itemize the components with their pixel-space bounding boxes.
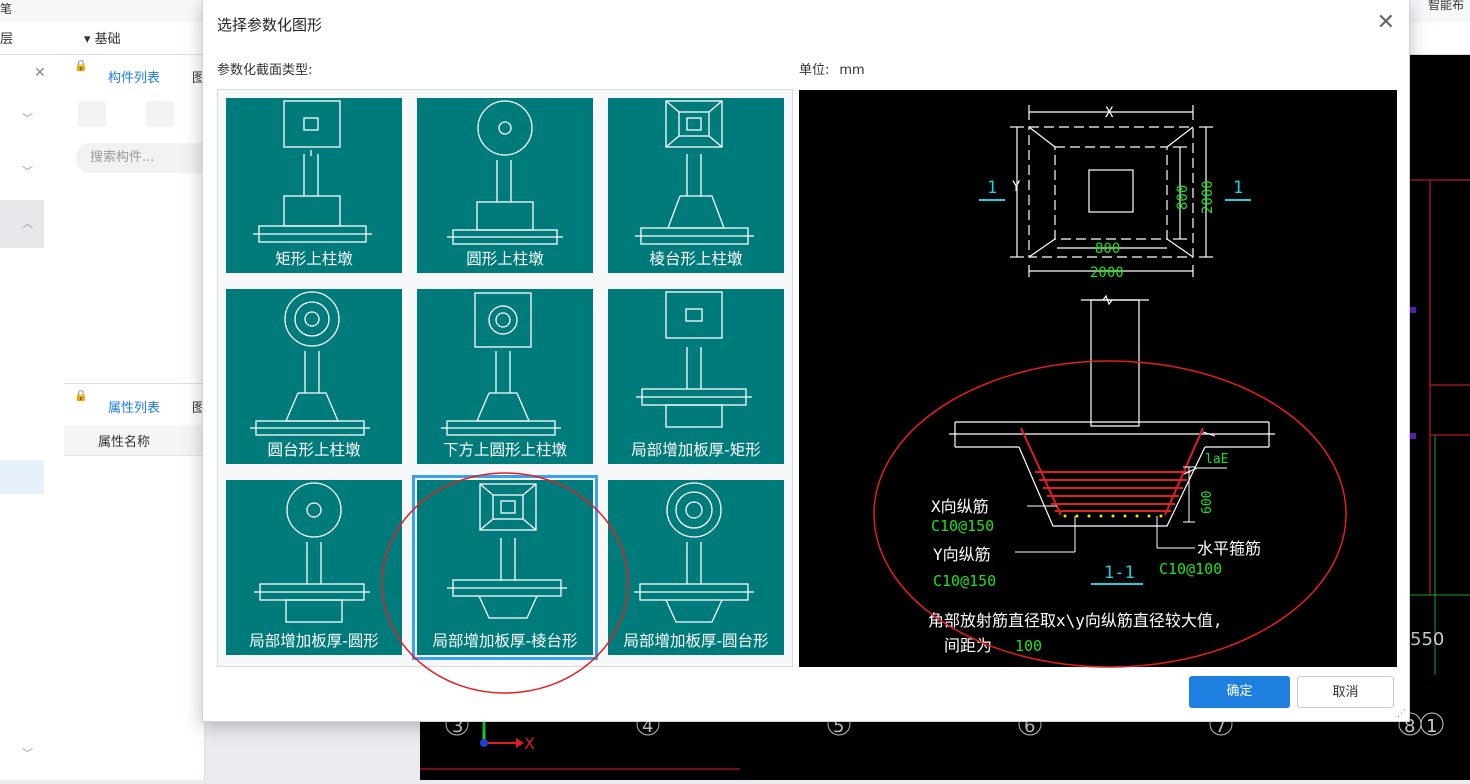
cancel-button[interactable]: 取消 [1297, 676, 1394, 708]
circle-pier-icon [447, 100, 563, 245]
preview-drawing: X Y 800 2000 800 2000 1 1 [928, 105, 1275, 655]
close-icon[interactable]: ✕ [34, 65, 46, 81]
section-mark-left: 1 [987, 178, 997, 198]
dimension-text: 550 [1410, 629, 1444, 650]
dim-800-v: 800 [1175, 185, 1191, 210]
layer-dropdown[interactable]: ▾ 基础 [84, 32, 121, 47]
tile-label: 下方上圆形上柱墩 [442, 441, 567, 459]
shape-tile-cone-column-pier[interactable]: 圆台形上柱墩 [226, 289, 402, 464]
unit-label: 单位: mm [799, 59, 865, 78]
tile-label: 局部增加板厚-圆台形 [623, 632, 769, 650]
axis-number: 8 [1404, 716, 1415, 737]
tile-label: 矩形上柱墩 [275, 250, 353, 268]
note-line-1: 角部放射筋直径取x\y向纵筋直径较大值, [928, 611, 1223, 630]
rect-pier-icon [253, 100, 372, 243]
top-bar-text-right: 智能布 [1427, 0, 1464, 12]
chevron-up-icon[interactable]: ︿ [22, 217, 33, 230]
dim-2000-v: 2000 [1200, 180, 1216, 214]
select-parametric-shape-dialog: 选择参数化图形 ✕ 参数化截面类型: 单位: mm 矩形上柱墩 圆形上柱墩 [202, 0, 1410, 722]
confirm-button[interactable]: 确定 [1189, 676, 1290, 708]
local-thicken-rect-icon [636, 291, 752, 428]
layer-label: 层 [0, 32, 14, 47]
tile-label: 局部增加板厚-矩形 [631, 441, 761, 459]
x-axis-label: X [524, 734, 535, 753]
section-label: 1-1 [1104, 563, 1135, 583]
h-stirrup-label: 水平箍筋 [1197, 539, 1261, 558]
copy-component-button[interactable] [146, 101, 174, 127]
unit-label-text: 单位: [799, 63, 830, 78]
axis-number: 1 [1426, 716, 1437, 737]
dim-2000-h: 2000 [1090, 265, 1124, 281]
note-line-2: 间距为 [944, 636, 992, 655]
tile-label: 局部增加板厚-棱台形 [432, 632, 578, 650]
close-icon[interactable]: ✕ [1376, 10, 1395, 35]
x-rebar-value: C10@150 [931, 517, 994, 535]
square-round-pier-icon [441, 292, 561, 436]
attribute-table-header: 属性名称 [64, 425, 204, 456]
chevron-down-icon[interactable]: ﹀ [22, 165, 33, 178]
tab-attribute-list[interactable]: 属性列表 [108, 401, 161, 416]
lock-icon[interactable]: 🔒 [74, 389, 88, 402]
section-type-label: 参数化截面类型: [217, 63, 313, 78]
x-rebar-label: X向纵筋 [931, 497, 989, 516]
axis-number: 4 [642, 716, 653, 737]
axis-number: 5 [833, 716, 844, 737]
dim-800-h: 800 [1095, 241, 1120, 257]
shape-tile-circle-column-pier[interactable]: 圆形上柱墩 [417, 98, 593, 273]
axis-number: 7 [1215, 716, 1226, 737]
note-value: 100 [1015, 637, 1042, 655]
tile-label: 圆形上柱墩 [466, 250, 544, 268]
navigation-panel: ✕ ﹀ ﹀ ︿ ﹀ [0, 55, 65, 780]
axis-number: 6 [1024, 716, 1035, 737]
dim-600: 600 [1200, 491, 1215, 514]
label-lae: laE [1205, 452, 1228, 467]
shape-tile-local-thicken-circle[interactable]: 局部增加板厚-圆形 [226, 480, 402, 655]
axis-number: 3 [452, 716, 463, 737]
tab-drawing-2[interactable]: 图 [192, 401, 206, 416]
shape-tile-frustum-column-pier[interactable]: 棱台形上柱墩 [608, 98, 784, 273]
nav-item-selected[interactable] [0, 200, 44, 248]
component-panel: 🔒 构件列表 图 搜索构件... 🔒 属性列表 图 属性名称 [64, 55, 256, 780]
y-rebar-value: C10@150 [933, 572, 996, 590]
dialog-title: 选择参数化图形 [217, 16, 323, 34]
cad-drawing: 3 4 5 6 7 8 1 550 X [420, 179, 1470, 770]
resize-grip-icon[interactable]: ⋰ [1397, 709, 1406, 719]
divider [64, 383, 204, 384]
cone-pier-icon [250, 291, 370, 436]
y-rebar-label: Y向纵筋 [933, 545, 991, 564]
chevron-down-icon[interactable]: ﹀ [22, 747, 33, 760]
frustum-pier-icon [635, 100, 754, 245]
tab-drawing[interactable]: 图 [192, 71, 206, 86]
dim-y: Y [1012, 179, 1021, 195]
chevron-down-icon[interactable]: ﹀ [22, 112, 33, 125]
attribute-name-column: 属性名称 [98, 435, 151, 450]
tab-component-list[interactable]: 构件列表 [108, 71, 161, 86]
local-thicken-circle-icon [254, 482, 370, 623]
nav-item-active[interactable] [0, 460, 44, 494]
local-thicken-cone-icon [634, 482, 754, 623]
tile-label: 圆台形上柱墩 [267, 441, 361, 459]
unit-value: mm [839, 63, 865, 78]
tile-label: 局部增加板厚-圆形 [249, 632, 379, 650]
top-bar-text-left: 笔 [0, 2, 13, 16]
shape-tile-rect-column-pier[interactable]: 矩形上柱墩 [226, 98, 402, 273]
shape-tile-square-round-column-pier[interactable]: 下方上圆形上柱墩 [417, 289, 593, 464]
section-mark-right: 1 [1233, 178, 1243, 198]
tile-label: 棱台形上柱墩 [649, 250, 743, 268]
shape-tile-local-thicken-cone[interactable]: 局部增加板厚-圆台形 [608, 480, 784, 655]
lock-icon[interactable]: 🔒 [74, 59, 88, 72]
shape-tile-local-thicken-rect[interactable]: 局部增加板厚-矩形 [608, 289, 784, 464]
dim-x: X [1105, 105, 1114, 121]
new-component-button[interactable] [78, 101, 106, 127]
shape-grid: 矩形上柱墩 圆形上柱墩 棱台形上柱墩 [217, 89, 793, 667]
shape-preview: X Y 800 2000 800 2000 1 1 [799, 90, 1397, 667]
h-stirrup-value: C10@100 [1159, 560, 1222, 578]
shape-tile-local-thicken-frustum[interactable]: 局部增加板厚-棱台形 [412, 475, 598, 660]
